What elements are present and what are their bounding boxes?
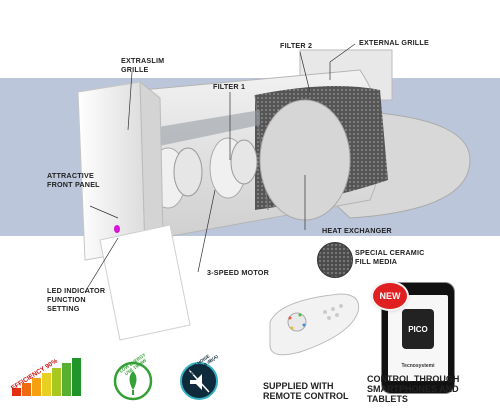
new-badge: NEW xyxy=(373,283,407,309)
label-filter2: FILTER 2 xyxy=(280,41,313,50)
label-front-panel: ATTRACTIVE FRONT PANEL xyxy=(47,171,100,189)
led-indicator xyxy=(114,225,120,233)
ceramic-media-swatch xyxy=(317,242,353,278)
remote-control xyxy=(269,293,360,356)
label-external-grille: EXTERNAL GRILLE xyxy=(359,38,429,47)
label-heat-exchanger: HEAT EXCHANGER xyxy=(322,226,392,235)
low-noise-badge xyxy=(180,362,218,400)
label-speed-motor: 3-SPEED MOTOR xyxy=(207,268,269,277)
label-led-indicator: LED INDICATOR FUNCTION SETTING xyxy=(47,286,106,313)
phone-screen: PICO Tecnosystemi xyxy=(388,295,448,381)
label-filter1: FILTER 1 xyxy=(213,82,246,91)
label-extraslim-grille: EXTRASLIM GRILLE xyxy=(121,56,165,74)
filters xyxy=(149,137,258,209)
phone-brand: Tecnosystemi xyxy=(401,363,435,369)
low-energy-badge xyxy=(113,361,153,401)
app-tile xyxy=(402,309,434,349)
label-special-ceramic: SPECIAL CERAMIC FILL MEDIA xyxy=(355,248,425,266)
label-supplied-remote: SUPPLIED WITH REMOTE CONTROL xyxy=(263,381,349,401)
app-name: PICO xyxy=(408,325,428,334)
leader-lines xyxy=(84,43,356,293)
efficiency-bars xyxy=(12,358,81,396)
label-control-smartphones: CONTROL THROUGH SMARTPHONES AND TABLETS xyxy=(367,374,460,404)
